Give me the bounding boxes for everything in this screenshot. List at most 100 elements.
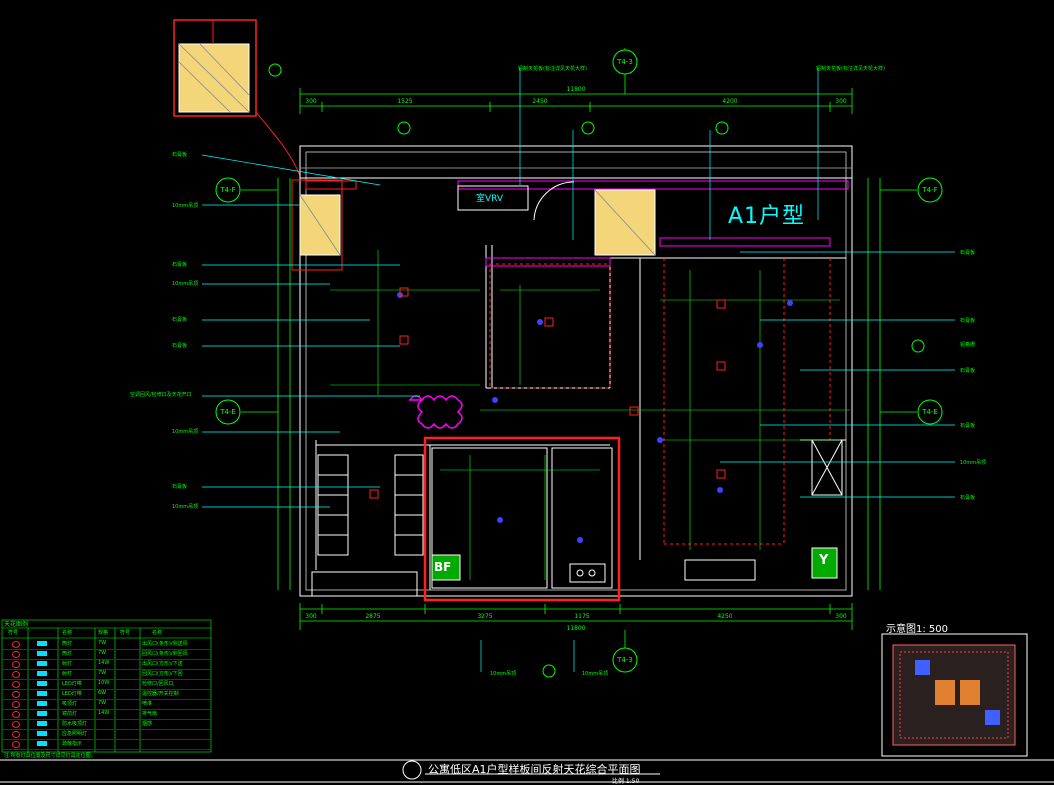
- legend-symbol-icon: [37, 721, 47, 726]
- dim-bottom-1: 300: [305, 613, 317, 620]
- legend-cell: LED灯带: [62, 681, 82, 687]
- ceiling-grid: [330, 250, 850, 580]
- legend-cell: 7W: [98, 670, 107, 676]
- dimension-lines: [241, 48, 917, 650]
- legend-row: 筒灯 7W 回风口(条形)/侧回风: [2, 649, 211, 660]
- legend-note: 注:所有灯具位置及尺寸详见灯具定位图。: [4, 753, 96, 759]
- legend-grid: [1, 619, 212, 753]
- dim-bottom-2: 2875: [365, 613, 380, 620]
- legend-symbol-icon: [12, 651, 20, 658]
- legend-row: 疏散指示: [2, 739, 211, 750]
- hatch-bands: [305, 180, 849, 545]
- legend-symbol-icon: [12, 671, 20, 678]
- legend-cell: 防水吸顶灯: [62, 721, 88, 727]
- right-callout-4: 石膏板: [960, 422, 975, 429]
- bath-mark: BF: [434, 560, 452, 574]
- legend-cell: 14W: [98, 710, 110, 716]
- legend-symbol-icon: [12, 701, 20, 708]
- legend-cell: 14W: [98, 660, 110, 666]
- axis-tf-right-label: T4-F: [921, 186, 937, 194]
- legend-header-1: 符号: [8, 630, 19, 636]
- legend-cell: LED灯带: [62, 691, 82, 697]
- legend-cell: 回风口(条形)/侧回风: [142, 651, 188, 657]
- left-callout-5: 石膏板: [172, 316, 187, 323]
- legend-row: LED灯带 6W 温控器/开关控制: [2, 689, 211, 700]
- axis-t3-top: [612, 49, 638, 75]
- legend-symbol-icon: [12, 661, 20, 668]
- legend-symbol-icon: [37, 731, 47, 736]
- legend-cell: 射灯: [62, 661, 73, 667]
- legend-symbol-icon: [12, 721, 20, 728]
- left-callout-4: 10mm吊顶: [172, 281, 198, 287]
- legend-header-3: 规格: [98, 630, 109, 636]
- axis-tf-left-label: T4-F: [219, 186, 235, 194]
- left-callout-8: 10mm吊顶: [172, 429, 198, 435]
- legend-symbol-icon: [37, 691, 47, 696]
- axis-tf-left: [215, 177, 241, 203]
- dim-top-5: 300: [835, 98, 847, 105]
- legend-header-2: 名称: [62, 630, 73, 636]
- legend-symbol-icon: [37, 711, 47, 716]
- right-callout-5: 10mm吊顶: [960, 460, 986, 466]
- dim-top-1: 300: [305, 98, 317, 105]
- legend-cell: 筒灯: [62, 641, 73, 647]
- legend-cell: 温控器/开关控制: [142, 691, 179, 697]
- fixtures: [369, 287, 726, 499]
- legend-header-4: 符号: [120, 630, 131, 636]
- axis-tf-right: [917, 177, 943, 203]
- title-block: [0, 759, 1054, 783]
- axis-te-right-label: T4-E: [921, 408, 938, 416]
- legend-cell: 筒灯: [62, 651, 73, 657]
- legend-cell: 检修口/回风口: [142, 681, 174, 687]
- legend-symbol-icon: [12, 641, 20, 648]
- shafts: [291, 179, 843, 496]
- axis-te-left-label: T4-E: [219, 408, 236, 416]
- legend-symbol-icon: [12, 711, 20, 718]
- legend-symbol-icon: [37, 681, 47, 686]
- legend-cell: 喷淋: [142, 701, 153, 707]
- legend-cell: 7W: [98, 650, 107, 656]
- left-callout-6: 石膏板: [172, 342, 187, 349]
- legend-symbol-icon: [37, 641, 47, 646]
- legend-cell: 烟感: [142, 721, 153, 727]
- devices: [397, 292, 793, 543]
- right-callout-3: 石膏板: [960, 367, 975, 374]
- dim-top-2: 1525: [397, 98, 412, 105]
- left-callout-2: 10mm吊顶: [172, 203, 198, 209]
- legend-cell: 6W: [98, 690, 107, 696]
- legend-symbol-icon: [12, 691, 20, 698]
- left-callout-7: 空调回风/检修口及天花开口: [130, 391, 192, 398]
- right-callout-1: 石膏板: [960, 249, 975, 256]
- vrv-label: 室VRV: [476, 194, 504, 204]
- revision-cloud: [408, 395, 463, 429]
- legend-title: 天花图例: [4, 621, 29, 628]
- left-callout-10: 10mm吊顶: [172, 504, 198, 510]
- legend-symbol-icon: [12, 681, 20, 688]
- dim-bottom-5: 4250: [717, 613, 732, 620]
- walls: [299, 145, 853, 597]
- axis-te-left: [215, 399, 241, 425]
- dimension-texts: 11800 300 1525 2450 4200 300 300 2875 32…: [305, 86, 847, 632]
- legend-cell: 镜前灯: [62, 711, 78, 717]
- dim-top-4: 4200: [722, 98, 737, 105]
- cabinets: [311, 454, 756, 597]
- top-callout-1: 铝制天花板(标注详见天花大样): [518, 65, 587, 72]
- legend-symbol-icon: [37, 671, 47, 676]
- callout-markers: [397, 121, 925, 678]
- bottom-callout-2: 10mm吊顶: [582, 671, 608, 677]
- unit-label-short: A1: [728, 204, 760, 229]
- dim-bottom-3: 3275: [477, 613, 492, 620]
- legend-cell: 出风口(条形)/侧送风: [142, 641, 188, 647]
- drawing-title: 公寓低区A1户型样板间反射天花综合平面图: [428, 763, 641, 776]
- axis-te-right: [917, 399, 943, 425]
- right-callout-2: 石膏板: [960, 317, 975, 324]
- vrv-unit: [457, 181, 575, 221]
- legend-symbol-icon: [37, 651, 47, 656]
- unit-label-suffix: 户型: [759, 204, 806, 229]
- legend-symbol-icon: [37, 701, 47, 706]
- legend-row: 防水吸顶灯 烟感: [2, 719, 211, 730]
